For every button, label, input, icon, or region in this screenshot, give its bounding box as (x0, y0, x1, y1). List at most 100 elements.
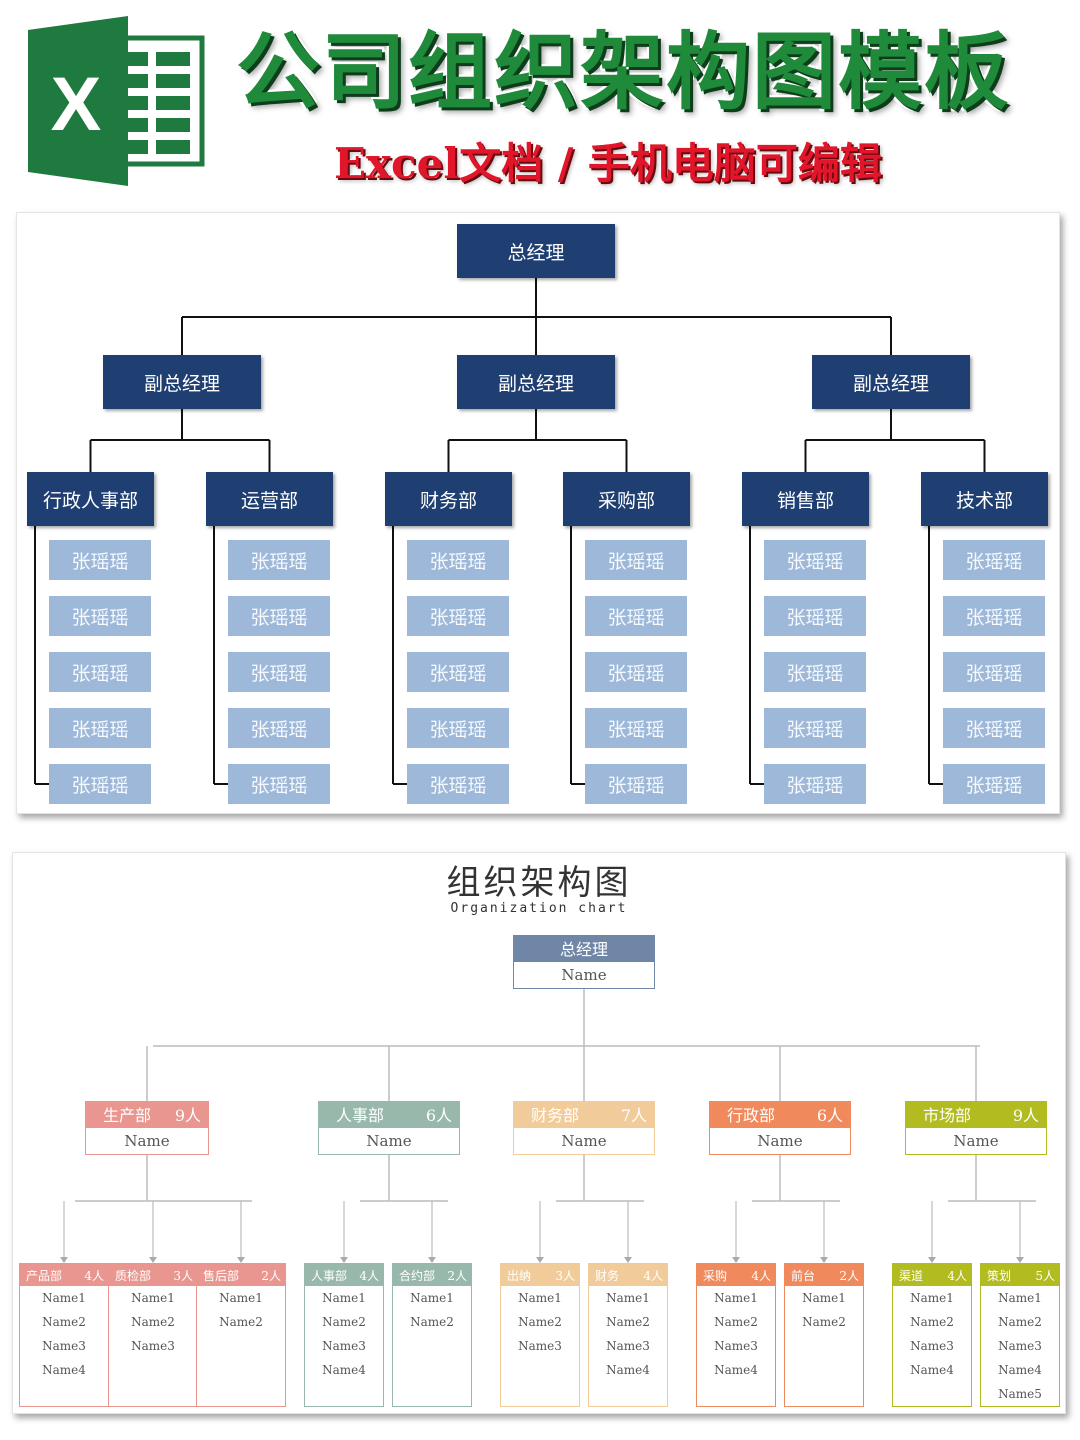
employee-box: 张瑶瑶 (407, 764, 509, 804)
member-name: Name3 (518, 1339, 562, 1353)
employee-box: 张瑶瑶 (407, 652, 509, 692)
member-name: Name3 (606, 1339, 650, 1353)
employee-box: 张瑶瑶 (407, 596, 509, 636)
ceo-box: 总经理 (457, 224, 615, 278)
sub-dept-label: 产品部 (26, 1268, 63, 1283)
excel-logo-letter: X (51, 62, 102, 147)
arrow-head (149, 1257, 157, 1263)
member-name: Name1 (998, 1291, 1042, 1305)
dept-name: Name (85, 1127, 209, 1155)
sub-dept-header: 前台 2人 (785, 1264, 863, 1286)
member-name: Name4 (322, 1363, 366, 1377)
employee-box: 张瑶瑶 (764, 540, 866, 580)
sub-dept-label: 采购 (703, 1268, 728, 1283)
sub-dept-count: 2人 (839, 1268, 859, 1283)
dept-box: 运营部 (206, 472, 333, 526)
sub-dept-label: 出纳 (507, 1268, 532, 1283)
member-name: Name4 (910, 1363, 954, 1377)
dept-count: 6人 (425, 1106, 452, 1125)
dept-count: 7人 (620, 1106, 647, 1125)
member-name: Name3 (131, 1339, 175, 1353)
member-name: Name2 (714, 1315, 758, 1329)
employee-box: 张瑶瑶 (49, 652, 151, 692)
arrow-head (237, 1257, 245, 1263)
employee-box: 张瑶瑶 (49, 540, 151, 580)
member-name: Name1 (131, 1291, 175, 1305)
sub-dept-label: 质检部 (115, 1268, 152, 1283)
member-name: Name2 (518, 1315, 562, 1329)
employee-box: 张瑶瑶 (943, 708, 1045, 748)
member-name: Name3 (910, 1339, 954, 1353)
member-name: Name4 (606, 1363, 650, 1377)
sub-dept-count: 4人 (947, 1268, 967, 1283)
sub-dept-label: 策划 (987, 1268, 1012, 1283)
member-name: Name1 (910, 1291, 954, 1305)
member-name: Name3 (322, 1339, 366, 1353)
member-name: Name3 (998, 1339, 1042, 1353)
member-name: Name4 (42, 1363, 86, 1377)
member-name: Name2 (910, 1315, 954, 1329)
dept-label: 人事部 (336, 1106, 385, 1125)
dept-box: 行政人事部 (27, 472, 154, 526)
dept-box: 采购部 (563, 472, 690, 526)
chart2-subtitle: Organization chart (450, 901, 628, 916)
member-name: Name2 (410, 1315, 454, 1329)
sub-dept-label: 财务 (595, 1268, 620, 1283)
chart2-connectors (60, 989, 1036, 1263)
page-subtitle: Excel文档 / 手机电脑可编辑 (334, 139, 882, 188)
employee-box: 张瑶瑶 (407, 708, 509, 748)
employee-box: 张瑶瑶 (585, 764, 687, 804)
sub-dept-count: 2人 (261, 1268, 281, 1283)
dept-box: 财务部 (385, 472, 512, 526)
member-name: Name1 (714, 1291, 758, 1305)
sub-dept-count: 4人 (84, 1268, 104, 1283)
employee-box: 张瑶瑶 (943, 764, 1045, 804)
dept-name: Name (709, 1127, 851, 1155)
member-name: Name1 (219, 1291, 263, 1305)
org-chart-blue: 总经理副总经理行政人事部张瑶瑶张瑶瑶张瑶瑶张瑶瑶张瑶瑶运营部张瑶瑶张瑶瑶张瑶瑶张… (16, 212, 1060, 814)
employee-box: 张瑶瑶 (585, 540, 687, 580)
member-name: Name2 (606, 1315, 650, 1329)
sub-dept-label: 售后部 (203, 1268, 240, 1283)
sub-dept-count: 2人 (447, 1268, 467, 1283)
employee-box: 张瑶瑶 (407, 540, 509, 580)
member-name: Name1 (606, 1291, 650, 1305)
member-name: Name1 (410, 1291, 454, 1305)
arrow-head (820, 1257, 828, 1263)
dept-name: Name (905, 1127, 1047, 1155)
employee-box: 张瑶瑶 (49, 596, 151, 636)
member-name: Name4 (998, 1363, 1042, 1377)
excel-icon: X (26, 16, 206, 186)
member-name: Name4 (714, 1363, 758, 1377)
arrow-head (428, 1257, 436, 1263)
employee-box: 张瑶瑶 (228, 652, 330, 692)
dept-name: Name (318, 1127, 460, 1155)
ceo-header: 总经理 (513, 935, 655, 961)
employee-box: 张瑶瑶 (228, 708, 330, 748)
employee-box: 张瑶瑶 (764, 764, 866, 804)
employee-box: 张瑶瑶 (228, 764, 330, 804)
dept-count: 9人 (1012, 1106, 1039, 1125)
sub-dept-label: 前台 (791, 1268, 816, 1283)
vp-box: 副总经理 (103, 355, 261, 409)
vp-box: 副总经理 (812, 355, 970, 409)
arrow-head (928, 1257, 936, 1263)
page-title: 公司组织架构图模板 (236, 23, 1011, 121)
member-name: Name5 (998, 1387, 1042, 1401)
